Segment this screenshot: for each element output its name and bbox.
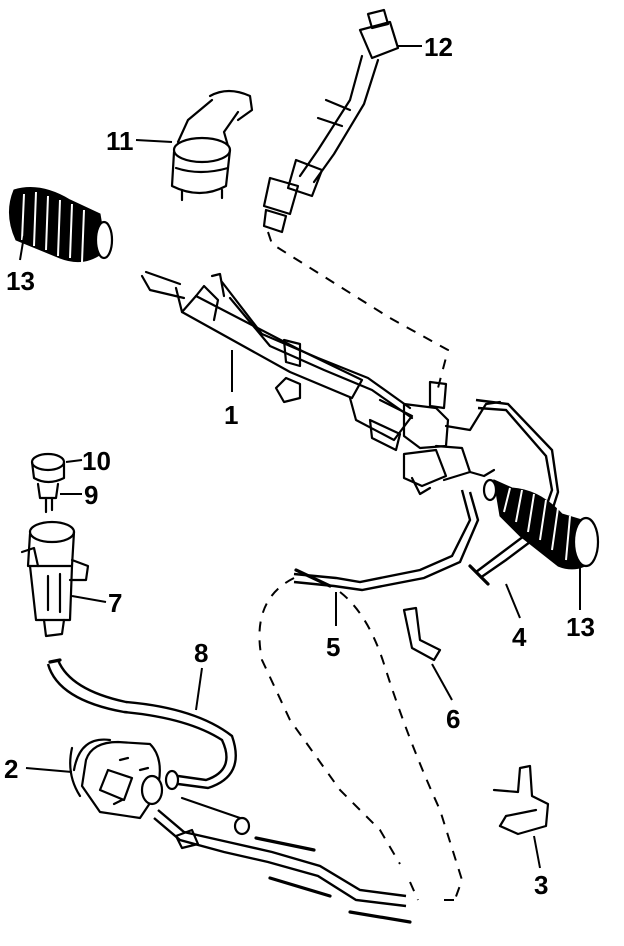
rack-boot-left[interactable] bbox=[9, 187, 114, 263]
steering-column-boot[interactable] bbox=[170, 89, 254, 202]
return-line[interactable] bbox=[258, 489, 480, 865]
leader-10 bbox=[65, 459, 83, 463]
pump-pressure-hose[interactable] bbox=[153, 796, 412, 924]
rack-boot-right[interactable] bbox=[482, 478, 600, 570]
reservoir-cap[interactable] bbox=[30, 452, 66, 484]
pressure-line[interactable] bbox=[468, 398, 560, 586]
leader-7 bbox=[71, 595, 107, 603]
steering-rack-assembly[interactable] bbox=[140, 270, 502, 496]
shaft-alignment-line bbox=[267, 231, 450, 389]
callout-11: 11 bbox=[106, 126, 134, 156]
callout-2: 2 bbox=[4, 754, 18, 784]
leader-3 bbox=[533, 835, 541, 869]
leader-13-left bbox=[19, 235, 25, 261]
callout-8: 8 bbox=[194, 638, 208, 668]
pump-mounting-bracket[interactable] bbox=[492, 764, 550, 836]
leader-11 bbox=[135, 139, 173, 143]
hose-bracket[interactable] bbox=[402, 606, 442, 662]
callout-4: 4 bbox=[512, 622, 527, 652]
leader-8 bbox=[195, 667, 203, 711]
leader-6 bbox=[431, 663, 453, 701]
leader-4 bbox=[505, 583, 521, 619]
cap-seal[interactable] bbox=[36, 482, 60, 514]
callout-5: 5 bbox=[326, 632, 340, 662]
callout-13-right: 13 bbox=[566, 612, 595, 642]
power-steering-pump[interactable] bbox=[69, 738, 164, 820]
callout-1: 1 bbox=[224, 400, 238, 430]
callout-3: 3 bbox=[534, 870, 548, 900]
callout-12: 12 bbox=[424, 32, 453, 62]
intermediate-steering-shaft[interactable] bbox=[262, 8, 400, 234]
callout-13-left: 13 bbox=[6, 266, 35, 296]
callout-10: 10 bbox=[82, 446, 111, 476]
return-line-run bbox=[339, 591, 464, 903]
fluid-reservoir[interactable] bbox=[20, 520, 90, 638]
callout-9: 9 bbox=[84, 480, 98, 510]
pump-to-rack-line bbox=[409, 881, 462, 901]
callout-7: 7 bbox=[108, 588, 122, 618]
suction-hose[interactable] bbox=[46, 658, 237, 791]
callout-6: 6 bbox=[446, 704, 460, 734]
leader-2 bbox=[25, 767, 73, 773]
